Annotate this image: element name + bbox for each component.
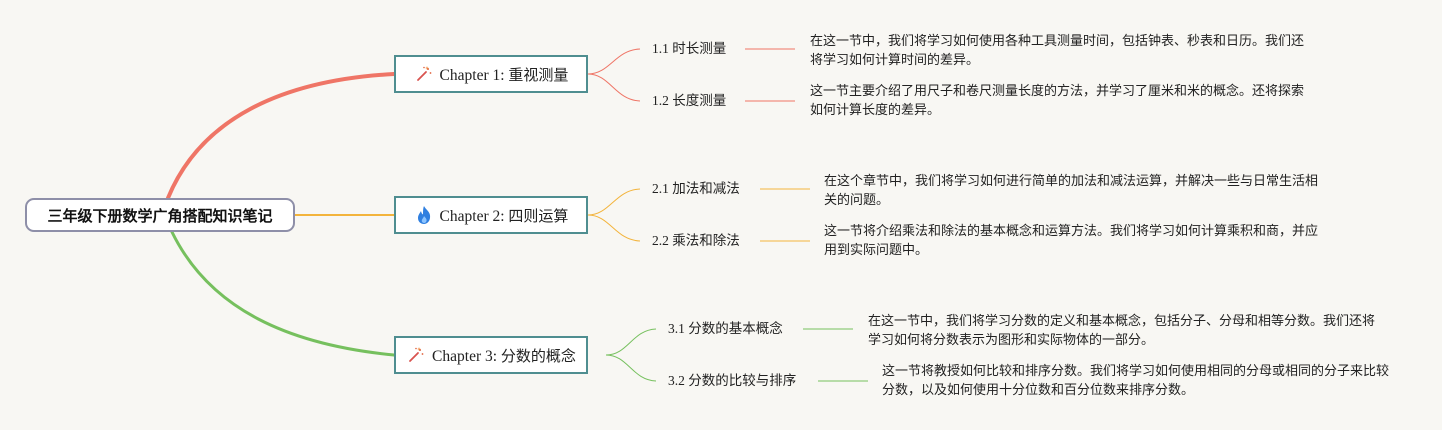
chapter-2-topic[interactable]: Chapter 2: 四则运算 bbox=[394, 196, 588, 234]
chapter-1-title-prefix: Chapter 1: bbox=[439, 66, 509, 84]
chapter-1-title: Chapter 1: 重视测量 bbox=[440, 64, 569, 85]
section-2-1-description: 在这个章节中，我们将学习如何进行简单的加法和减法运算，并解决一些与日常生活相关的… bbox=[824, 174, 1319, 208]
section-1-2-description: 这一节主要介绍了用尺子和卷尺测量长度的方法，并学习了厘米和米的概念。还将探索如何… bbox=[810, 84, 1305, 118]
chapter-2-title-cn: 四则运算 bbox=[508, 206, 569, 225]
section-2-1[interactable]: 2.1 加法和减法 bbox=[652, 181, 740, 196]
chapter-2-title-prefix: Chapter 2: bbox=[439, 207, 509, 225]
root-topic[interactable]: 三年级下册数学广角搭配知识笔记 bbox=[25, 198, 295, 232]
section-2-2-description: 这一节将介绍乘法和除法的基本概念和运算方法。我们将学习如何计算乘积和商，并应用到… bbox=[824, 224, 1319, 258]
chapter-1-topic[interactable]: Chapter 1: 重视测量 bbox=[394, 55, 588, 93]
section-2-2[interactable]: 2.2 乘法和除法 bbox=[652, 233, 740, 248]
magic-wand-icon bbox=[414, 64, 434, 84]
chapter-3-topic[interactable]: Chapter 3: 分数的概念 bbox=[394, 336, 588, 374]
section-3-1[interactable]: 3.1 分数的基本概念 bbox=[668, 321, 783, 336]
fire-icon bbox=[414, 205, 434, 225]
section-1-2[interactable]: 1.2 长度测量 bbox=[652, 93, 727, 108]
section-3-2-description: 这一节将教授如何比较和排序分数。我们将学习如何使用相同的分母或相同的分子来比较分… bbox=[882, 364, 1390, 398]
link-ch2-s2 bbox=[587, 214, 641, 242]
section-1-1[interactable]: 1.1 时长测量 bbox=[652, 41, 727, 56]
root-title: 三年级下册数学广角搭配知识笔记 bbox=[47, 206, 273, 225]
chapter-3-title: Chapter 3: 分数的概念 bbox=[432, 345, 576, 366]
link-ch1-s1 bbox=[587, 48, 641, 75]
link-root-chapter1 bbox=[166, 72, 396, 200]
link-ch1-s2 bbox=[587, 73, 641, 102]
magic-wand-icon bbox=[406, 345, 426, 365]
chapter-3-title-cn: 分数的概念 bbox=[500, 346, 576, 365]
section-3-1-description: 在这一节中，我们将学习分数的定义和基本概念，包括分子、分母和相等分数。我们还将学… bbox=[868, 314, 1376, 348]
link-ch2-s1 bbox=[587, 188, 641, 216]
link-root-chapter3 bbox=[170, 230, 396, 357]
chapter-2-title: Chapter 2: 四则运算 bbox=[440, 205, 569, 226]
chapter-3-title-prefix: Chapter 3: bbox=[432, 347, 501, 365]
section-3-2[interactable]: 3.2 分数的比较与排序 bbox=[668, 373, 797, 388]
link-ch3-s2 bbox=[605, 354, 657, 382]
link-ch3-s1 bbox=[605, 328, 657, 356]
chapter-1-title-cn: 重视测量 bbox=[508, 65, 569, 84]
section-1-1-description: 在这一节中，我们将学习如何使用各种工具测量时间，包括钟表、秒表和日历。我们还将学… bbox=[810, 34, 1305, 68]
